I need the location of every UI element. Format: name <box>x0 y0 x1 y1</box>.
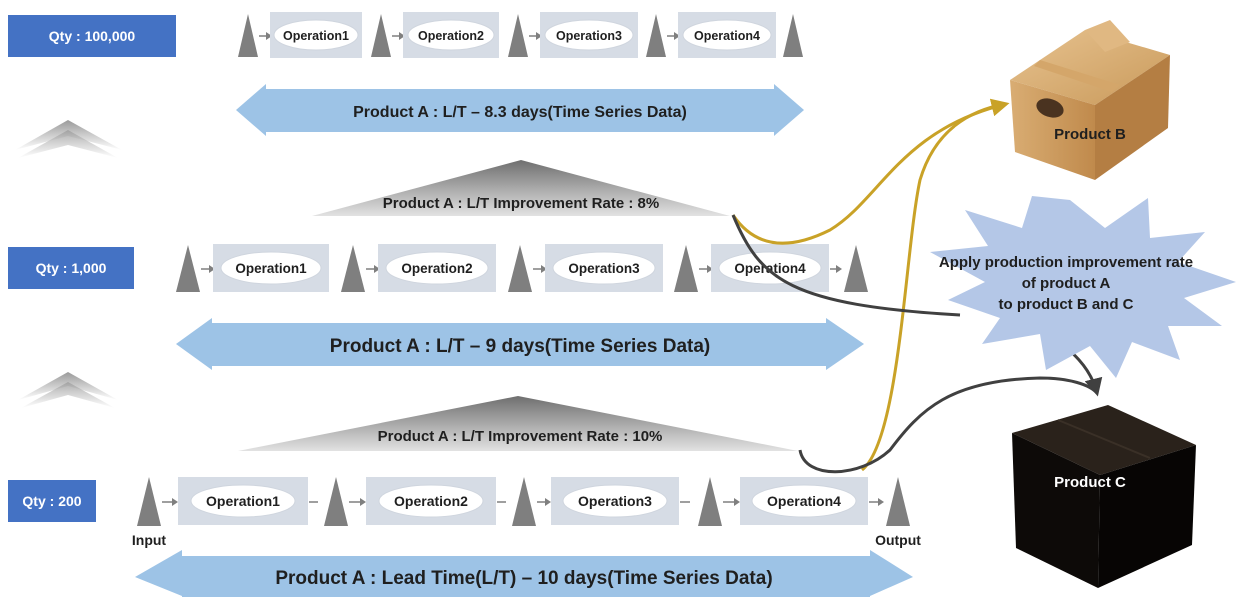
qty-label-row-1: Qty : 100,000 <box>49 28 136 44</box>
connector-gold-lower <box>861 102 1007 472</box>
operation-label: Operation3 <box>556 29 622 43</box>
left-arrow-head <box>236 84 266 136</box>
connectors <box>731 98 1103 474</box>
product-b-box-icon: Product B <box>1010 20 1170 180</box>
process-marker <box>341 245 365 292</box>
connector-dark-lower <box>798 376 1099 474</box>
process-marker <box>844 245 868 292</box>
right-arrow-head <box>774 84 804 136</box>
process-marker <box>783 14 803 57</box>
operation-node <box>407 19 495 51</box>
operation-label: Operation1 <box>235 261 307 276</box>
improvement-rate-10: Product A : L/T Improvement Rate : 10% <box>238 396 798 451</box>
process-marker <box>674 245 698 292</box>
process-flow-row-1: Operation1 Operation2 Operation3 Operati… <box>238 12 803 58</box>
operation-label: Operation4 <box>767 493 841 509</box>
chevron-up-icon <box>18 372 118 408</box>
operation-label: Operation3 <box>568 261 640 276</box>
process-marker <box>508 245 532 292</box>
operation-node <box>385 251 489 285</box>
operation-node <box>751 484 857 518</box>
process-flow-row-3: Operation1 Operation2 Operation3 Operati… <box>137 477 910 526</box>
product-c-box-icon: Product C <box>1012 405 1196 588</box>
operation-label: Operation2 <box>401 261 472 276</box>
product-c-label: Product C <box>1054 474 1126 491</box>
qty-box-row-3 <box>8 480 96 522</box>
process-marker <box>698 477 722 526</box>
operation-node <box>273 19 359 51</box>
qty-label-row-3: Qty : 200 <box>22 493 81 509</box>
lead-time-bar-row-2: Product A : L/T – 9 days(Time Series Dat… <box>176 318 864 370</box>
operation-node <box>190 484 296 518</box>
output-marker <box>886 477 910 526</box>
improvement-triangle <box>238 396 798 451</box>
process-marker <box>512 477 536 526</box>
product-b-label: Product B <box>1054 126 1126 143</box>
operation-label: Operation4 <box>694 29 760 43</box>
operation-label: Operation4 <box>734 261 806 276</box>
qty-box-row-2 <box>8 247 134 289</box>
process-marker <box>176 245 200 292</box>
operation-node <box>552 251 656 285</box>
process-marker <box>238 14 258 57</box>
process-marker <box>324 477 348 526</box>
improvement-label: Product A : L/T Improvement Rate : 8% <box>383 195 659 212</box>
operation-label: Operation2 <box>418 29 484 43</box>
left-arrow-head <box>135 550 182 596</box>
chevron-up-icon <box>15 120 122 158</box>
process-marker <box>371 14 391 57</box>
operation-node <box>220 251 322 285</box>
operation-label: Operation2 <box>394 493 468 509</box>
right-arrow-head <box>870 550 913 596</box>
operation-label: Operation3 <box>578 493 652 509</box>
lead-time-band <box>266 89 774 132</box>
process-marker <box>508 14 528 57</box>
improvement-triangle <box>312 160 730 216</box>
operation-node <box>544 19 634 51</box>
row-2: Qty : 1,000 Operation1 Operation2 Operat… <box>8 244 868 370</box>
right-arrow-head <box>826 318 864 370</box>
connector-dark-upper <box>731 214 961 317</box>
connector-gold-upper <box>731 98 1010 245</box>
output-label: Output <box>875 532 921 548</box>
lead-time-bar-row-3: Product A : Lead Time(L/T) – 10 days(Tim… <box>135 550 913 597</box>
callout-line-1: Apply production improvement rate <box>939 254 1193 271</box>
process-marker <box>646 14 666 57</box>
qty-label-row-2: Qty : 1,000 <box>36 260 107 276</box>
input-label: Input <box>132 532 167 548</box>
callout-line-2: of product A <box>1022 275 1111 292</box>
operation-node <box>718 251 822 285</box>
lead-time-band <box>212 323 826 366</box>
starburst-shape <box>930 196 1236 378</box>
callout-line-3: to product B and C <box>999 296 1134 313</box>
left-arrow-head <box>176 318 212 370</box>
operation-node <box>682 19 772 51</box>
operation-label: Operation1 <box>283 29 349 43</box>
lead-time-label-row-3: Product A : Lead Time(L/T) – 10 days(Tim… <box>275 568 772 589</box>
lead-time-label-row-1: Product A : L/T – 8.3 days(Time Series D… <box>353 104 687 121</box>
lead-time-band <box>182 556 870 597</box>
operation-node <box>562 484 668 518</box>
operation-node <box>378 484 484 518</box>
improvement-label: Product A : L/T Improvement Rate : 10% <box>378 428 663 445</box>
improvement-rate-8: Product A : L/T Improvement Rate : 8% <box>312 160 730 216</box>
row-1: Qty : 100,000 Operation1 Operation2 Oper… <box>8 12 804 136</box>
input-marker <box>137 477 161 526</box>
row-3: Qty : 200 Operation1 Operation2 Operatio… <box>8 477 921 597</box>
operation-label: Operation1 <box>206 493 280 509</box>
callout-starburst: Apply production improvement rate of pro… <box>930 196 1236 378</box>
lead-time-bar-row-1: Product A : L/T – 8.3 days(Time Series D… <box>236 84 804 136</box>
lead-time-label-row-2: Product A : L/T – 9 days(Time Series Dat… <box>330 336 710 357</box>
qty-box-row-1 <box>8 15 176 57</box>
process-flow-row-2: Operation1 Operation2 Operation3 Operati… <box>176 244 868 292</box>
